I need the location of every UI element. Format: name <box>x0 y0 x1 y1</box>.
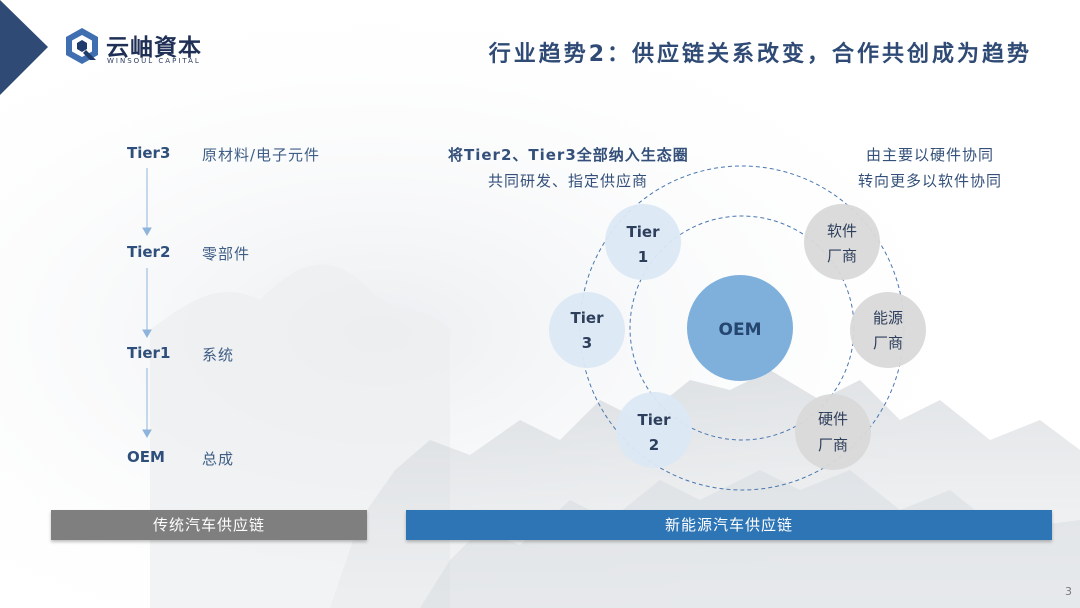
logo-mark-icon <box>66 28 98 64</box>
arrow-head-icon <box>142 429 152 439</box>
tier2-line2: 2 <box>649 436 659 454</box>
note-left-line2: 共同研发、指定供应商 <box>487 172 648 190</box>
nev-chain-bar: 新能源汽车供应链 <box>406 510 1052 540</box>
tier1-line1: Tier <box>627 223 661 241</box>
tier2-label: Tier2 <box>127 243 171 261</box>
corner-triangle-decoration <box>0 0 48 95</box>
tier1-line2: 1 <box>638 248 648 266</box>
company-logo: 云岫資本 WINSOUL CAPITAL <box>62 26 212 68</box>
tier3-label: Tier3 <box>127 144 171 162</box>
tier3-circle <box>549 292 625 368</box>
arrow-head-icon <box>142 329 152 339</box>
tier2-line1: Tier <box>638 411 672 429</box>
oem-center-label: OEM <box>719 320 762 340</box>
note-right-line1: 由主要以硬件协同 <box>865 146 994 164</box>
ecosystem-diagram: OEM Tier 1 Tier 3 Tier 2 软件 厂商 能源 厂商 硬件 … <box>549 165 926 491</box>
tier2-desc: 零部件 <box>202 245 251 263</box>
note-left-line1: 将Tier2、Tier3全部纳入生态圈 <box>448 146 689 164</box>
oem-label: OEM <box>127 448 165 466</box>
hardware-vendor-line2: 厂商 <box>818 436 848 454</box>
tier3-line2: 3 <box>582 334 592 352</box>
logo-name-cn: 云岫資本 <box>106 34 202 61</box>
page-number: 3 <box>1065 585 1072 598</box>
energy-vendor-line2: 厂商 <box>873 334 903 352</box>
tier-flow-arrows <box>142 168 152 439</box>
tier1-circle <box>605 204 681 280</box>
traditional-chain-bar: 传统汽车供应链 <box>51 510 367 540</box>
logo-name-en: WINSOUL CAPITAL <box>107 57 201 65</box>
software-vendor-line1: 软件 <box>827 222 857 240</box>
tier3-line1: Tier <box>571 309 605 327</box>
arrow-head-icon <box>142 227 152 237</box>
page-title: 行业趋势2：供应链关系改变，合作共创成为趋势 <box>488 42 1032 67</box>
oem-circle <box>687 275 793 381</box>
hardware-vendor-circle <box>795 394 871 470</box>
software-vendor-line2: 厂商 <box>827 247 857 265</box>
hardware-vendor-line1: 硬件 <box>818 410 848 428</box>
tier1-desc: 系统 <box>202 346 235 364</box>
energy-vendor-circle <box>850 292 926 368</box>
energy-vendor-line1: 能源 <box>873 309 903 327</box>
tier1-label: Tier1 <box>127 344 171 362</box>
tier2-circle <box>616 392 692 468</box>
tier3-desc: 原材料/电子元件 <box>202 146 321 164</box>
oem-desc: 总成 <box>202 450 235 468</box>
note-right-line2: 转向更多以软件协同 <box>857 172 1002 190</box>
software-vendor-circle <box>804 204 880 280</box>
